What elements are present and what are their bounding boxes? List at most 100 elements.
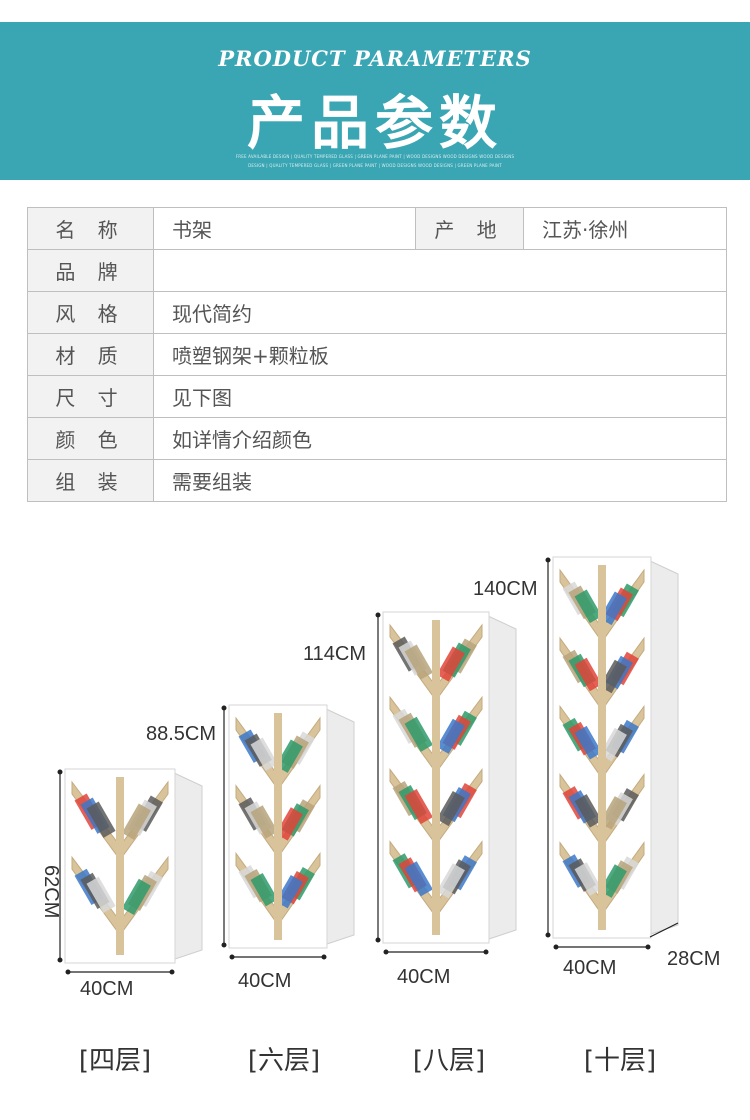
book xyxy=(599,864,627,898)
height-line-end xyxy=(221,705,227,711)
book xyxy=(574,725,603,760)
param-label: 材 质 xyxy=(27,333,154,376)
caption-6-tier: [六层] xyxy=(247,1046,321,1076)
width-label: 40CM xyxy=(563,957,616,979)
title-en: PRODUCT PARAMETERS xyxy=(218,46,532,71)
shelf-side xyxy=(171,771,203,961)
book xyxy=(436,790,465,827)
table-row: 风 格 现代简约 xyxy=(27,291,727,334)
depth-label: 28CM xyxy=(667,948,720,970)
param-value: 见下图 xyxy=(153,375,727,418)
width-label: 40CM xyxy=(80,978,133,1000)
param-value: 现代简约 xyxy=(153,291,727,334)
width-line-end xyxy=(229,954,235,960)
book xyxy=(574,657,603,692)
book xyxy=(275,807,303,841)
param-label: 尺 寸 xyxy=(27,375,154,418)
book xyxy=(404,644,433,680)
book xyxy=(574,589,603,624)
width-label: 40CM xyxy=(397,966,450,988)
book xyxy=(404,788,433,825)
param-label: 组 装 xyxy=(27,459,154,502)
caption-10-tier: [十层] xyxy=(583,1046,657,1076)
depth-line xyxy=(649,922,679,938)
param-value: 如详情介绍颜色 xyxy=(153,417,727,460)
height-line-end xyxy=(545,932,551,938)
shelf-side xyxy=(485,614,517,941)
book xyxy=(599,727,627,762)
book xyxy=(436,863,465,899)
param-value: 喷塑钢架+颗粒板 xyxy=(153,333,727,376)
height-line-end xyxy=(375,612,381,618)
table-row: 品 牌 xyxy=(27,249,727,292)
height-line-end xyxy=(375,937,381,943)
title-cn: 产品参数 xyxy=(246,89,503,157)
height-label: 62CM xyxy=(40,865,62,918)
book xyxy=(599,591,627,626)
height-line-end xyxy=(221,942,227,948)
table-row: 名 称 书架 产 地 江苏·徐州 xyxy=(27,207,727,250)
shelf-side xyxy=(323,707,355,946)
fine-print: FREE AVAILABLE DESIGN | QUALITY TEMPERED… xyxy=(235,154,515,159)
book xyxy=(404,716,433,752)
param-value: 书架 xyxy=(153,207,416,250)
book xyxy=(250,805,278,839)
caption-8-tier: [八层] xyxy=(412,1046,486,1076)
metal-frame-edge xyxy=(228,704,328,949)
height-line-end xyxy=(545,557,551,563)
param-label: 名 称 xyxy=(27,207,154,250)
fine-print: DESIGN | QUALITY TEMPERED GLASS | GREEN … xyxy=(248,163,502,168)
height-line-end xyxy=(57,769,63,775)
book xyxy=(275,874,303,909)
table-row: 颜 色 如详情介绍颜色 xyxy=(27,417,727,460)
metal-frame-edge xyxy=(382,611,490,944)
table-row: 材 质 喷塑钢架+颗粒板 xyxy=(27,333,727,376)
book xyxy=(599,659,627,694)
metal-frame xyxy=(229,705,327,948)
book xyxy=(574,794,603,828)
height-label: 140CM xyxy=(473,578,537,600)
book xyxy=(275,739,303,773)
width-line-end xyxy=(383,949,389,955)
book xyxy=(436,718,465,754)
metal-frame-edge xyxy=(64,768,176,964)
param-value: 江苏·徐州 xyxy=(523,207,727,250)
height-label: 114CM xyxy=(303,643,366,665)
metal-frame xyxy=(383,612,489,943)
width-line-end xyxy=(169,969,175,975)
width-line-end xyxy=(483,949,489,955)
book xyxy=(121,803,151,840)
header-banner: PRODUCT PARAMETERS 产品参数 FREE AVAILABLE D… xyxy=(0,22,750,180)
book xyxy=(250,737,278,771)
caption-4-tier: [四层] xyxy=(78,1046,152,1076)
book xyxy=(436,646,465,682)
width-line-end xyxy=(645,944,651,950)
param-label: 颜 色 xyxy=(27,417,154,460)
width-line-end xyxy=(321,954,327,960)
height-label: 88.5CM xyxy=(146,723,216,745)
param-value: 需要组装 xyxy=(153,459,727,502)
book xyxy=(121,878,151,916)
param-label: 风 格 xyxy=(27,291,154,334)
table-row: 组 装 需要组装 xyxy=(27,459,727,502)
width-line-end xyxy=(65,969,71,975)
book xyxy=(86,876,116,914)
bookshelf-illustration: 62CM 88.5CM 114CM 140CM 40CM 40CM 40CM 4… xyxy=(40,556,720,1000)
param-label: 产 地 xyxy=(415,207,524,250)
metal-frame-edge xyxy=(552,556,652,939)
table-row: 尺 寸 见下图 xyxy=(27,375,727,418)
height-line-end xyxy=(57,957,63,963)
param-value xyxy=(153,249,727,292)
params-table: 名 称 书架 产 地 江苏·徐州 品 牌 风 格 现代简约 材 质 喷塑钢架+颗… xyxy=(27,207,727,502)
shelf-side xyxy=(647,559,679,936)
book xyxy=(250,872,278,907)
metal-frame xyxy=(553,557,651,938)
metal-frame xyxy=(65,769,175,963)
book xyxy=(86,801,116,838)
book xyxy=(599,796,627,830)
param-label: 品 牌 xyxy=(27,249,154,292)
book xyxy=(404,861,433,897)
width-label: 40CM xyxy=(238,970,291,992)
book xyxy=(574,862,603,896)
width-line-end xyxy=(553,944,559,950)
